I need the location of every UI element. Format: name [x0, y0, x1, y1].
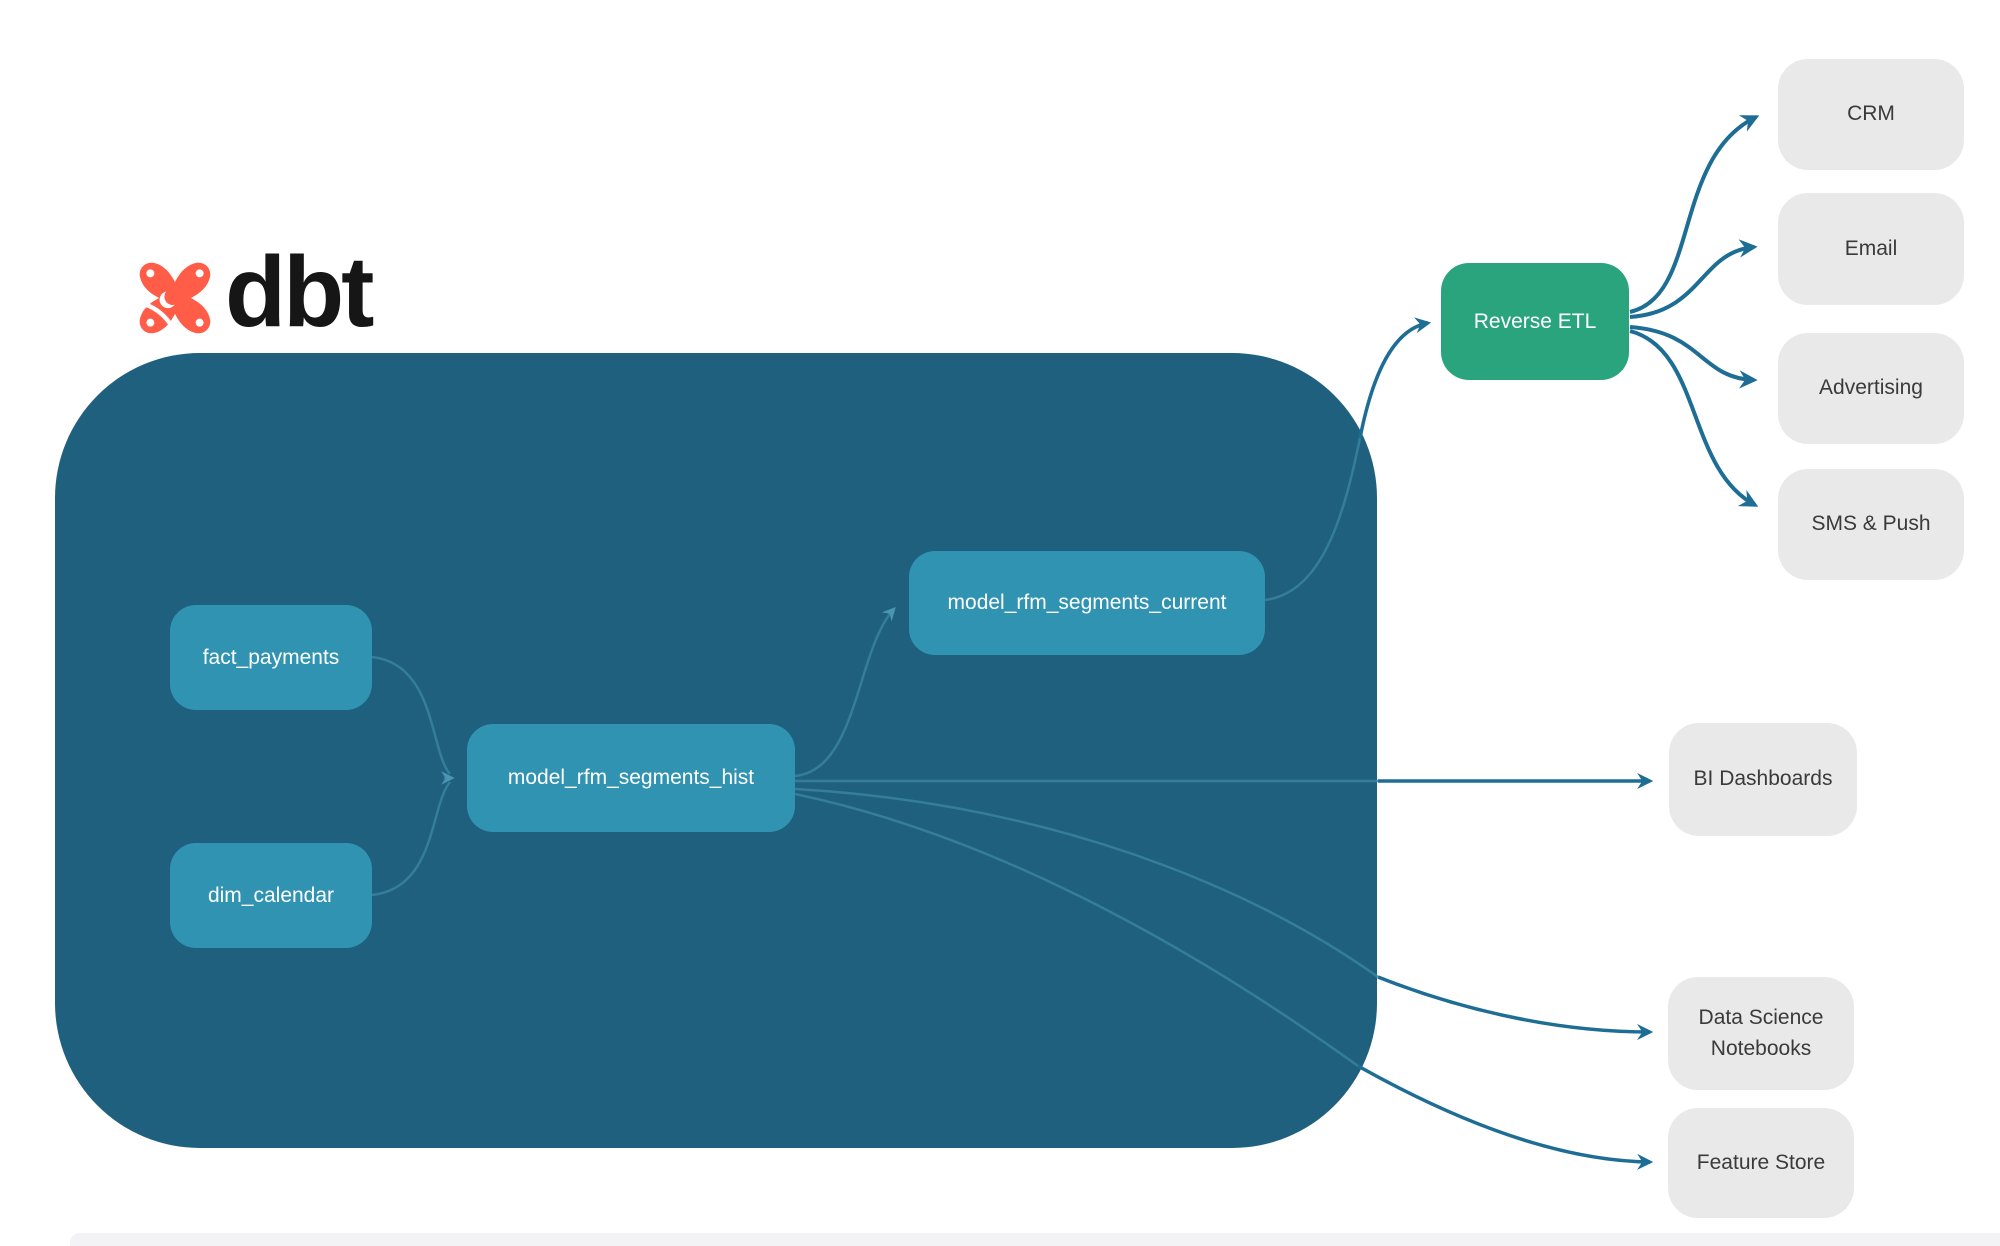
node-label: dim_calendar	[207, 883, 335, 907]
node-model-rfm-segments-current: model_rfm_segments_current	[909, 551, 1265, 655]
node-feature-store: Feature Store	[1668, 1108, 1854, 1218]
node-dim-calendar: dim_calendar	[170, 843, 372, 948]
edge-to-feature-store	[1357, 1064, 1654, 1170]
edge-hist-to-fs-inside	[794, 792, 1359, 1068]
dbt-pinwheel-icon	[139, 262, 211, 338]
node-email: Email	[1778, 193, 1964, 305]
node-bi-dashboards: BI Dashboards	[1669, 723, 1857, 836]
node-label: BI Dashboards	[1693, 767, 1833, 791]
node-reverse-etl: Reverse ETL	[1441, 263, 1629, 380]
edge-hist-to-ds-inside	[794, 787, 1379, 979]
edge-fact-to-hist	[371, 655, 451, 775]
edge-etl-to-advertising	[1629, 325, 1758, 389]
edge-to-reverse-etl	[1358, 317, 1432, 439]
dbt-wordmark: dbt	[225, 236, 374, 348]
node-label: Data Science Notebooks	[1698, 1006, 1824, 1060]
node-fact-payments: fact_payments	[170, 605, 372, 710]
node-crm: CRM	[1778, 59, 1964, 170]
node-label: Email	[1844, 236, 1898, 260]
edge-hist-to-current	[794, 607, 896, 778]
edge-etl-to-email	[1629, 239, 1758, 319]
edge-etl-to-sms	[1629, 329, 1759, 507]
edge-to-data-science	[1377, 975, 1654, 1041]
edge-etl-to-crm	[1629, 115, 1760, 314]
node-label: Feature Store	[1696, 1150, 1826, 1174]
node-label: Reverse ETL	[1473, 309, 1597, 333]
bottom-page-edge	[70, 1233, 2000, 1246]
node-model-rfm-segments-hist: model_rfm_segments_hist	[467, 724, 795, 832]
edge-current-to-boundary	[1264, 437, 1362, 602]
node-label: model_rfm_segments_current	[947, 591, 1227, 615]
dbt-brand: dbt	[130, 242, 374, 342]
node-data-science-notebooks: Data Science Notebooks	[1668, 977, 1854, 1090]
node-advertising: Advertising	[1778, 333, 1964, 444]
edge-dim-to-hist	[371, 781, 451, 897]
node-label: SMS & Push	[1811, 512, 1931, 536]
node-label: fact_payments	[202, 645, 340, 669]
node-label: model_rfm_segments_hist	[507, 766, 755, 790]
node-label: CRM	[1847, 102, 1895, 126]
node-sms-push: SMS & Push	[1778, 469, 1964, 580]
node-label: Advertising	[1819, 376, 1923, 400]
